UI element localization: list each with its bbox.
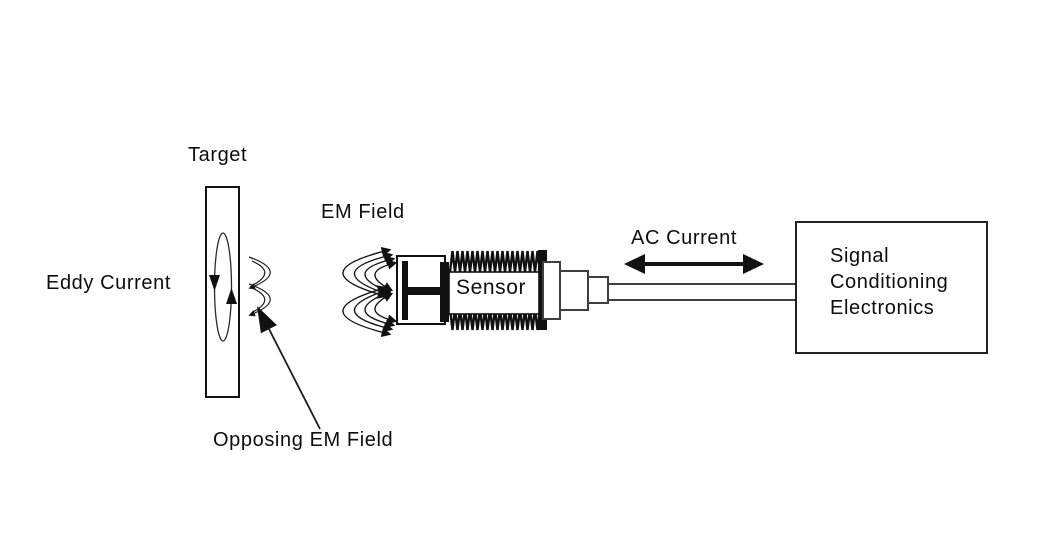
- eddy-arrow-down: [209, 275, 220, 291]
- ac-current-arrow: [624, 254, 764, 274]
- opposing-field-pointer-arrow: [257, 306, 321, 430]
- sensor-core: [402, 261, 449, 322]
- sensor-label: Sensor: [456, 276, 527, 299]
- sensor-head: [396, 255, 449, 325]
- electronics-box-label: Signal Conditioning Electronics: [830, 243, 948, 321]
- eddy-current-loop: [209, 232, 237, 342]
- ac-current-label: AC Current: [631, 227, 738, 249]
- electronics-box-label-line1: Signal: [830, 245, 890, 267]
- electronics-box-label-line2: Conditioning: [830, 271, 949, 293]
- sensor-connector: [542, 261, 609, 320]
- eddy-current-label: Eddy Current: [46, 272, 172, 294]
- em-field-label: EM Field: [321, 201, 405, 223]
- sensor-cable: [605, 283, 798, 301]
- opposing-em-field-label: Opposing EM Field: [213, 429, 394, 451]
- target-label: Target: [188, 144, 248, 166]
- target-plate: [205, 186, 240, 398]
- sensor-label-plate: [448, 271, 540, 315]
- eddy-arrow-up: [226, 288, 237, 304]
- sensor-probe: [396, 250, 609, 331]
- em-field-lines: [342, 246, 398, 338]
- opposing-em-field-lines: [248, 256, 271, 317]
- electronics-box-label-line3: Electronics: [830, 297, 935, 319]
- electronics-box: [795, 221, 988, 354]
